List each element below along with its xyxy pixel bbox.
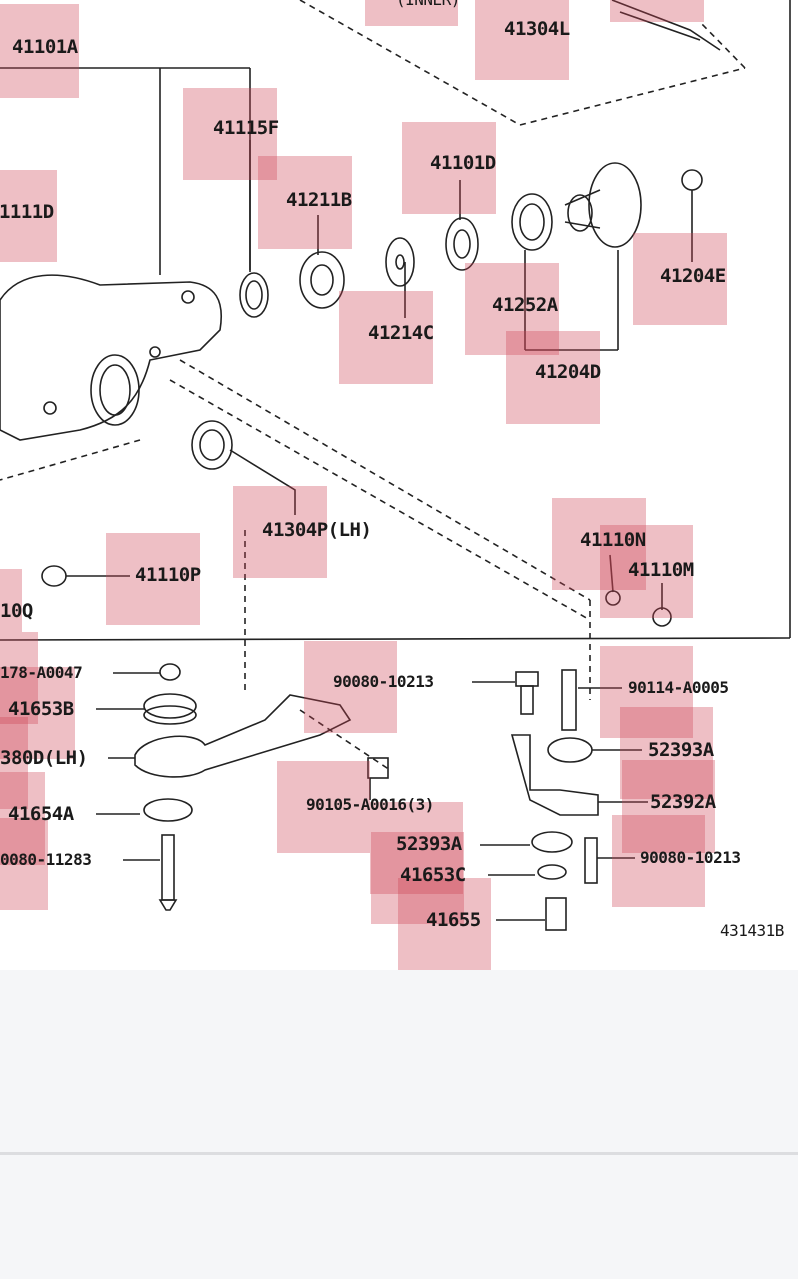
hotspot-52392A[interactable] [622, 760, 715, 853]
diagram-drawing [0, 0, 791, 931]
hotspot-41653C[interactable] [371, 832, 464, 924]
hotspot-41204D[interactable] [506, 331, 600, 424]
hotspot-90080-10213-top[interactable] [304, 641, 397, 733]
label-52393A-top: 52393A [648, 739, 714, 761]
hotspot-52393A-bot[interactable] [370, 802, 463, 894]
hotspot-41110P[interactable] [106, 533, 200, 625]
empty-panel [0, 970, 798, 1152]
label-41110M: 41110M [628, 559, 694, 581]
label-41653C: 41653C [400, 864, 466, 886]
hotspot-41380D[interactable] [0, 717, 28, 809]
section-divider [0, 1152, 798, 1155]
label-52392A: 52392A [650, 791, 716, 813]
hotspot-41214C[interactable] [339, 291, 433, 384]
hotspot-A0047[interactable] [0, 632, 38, 724]
hotspot-90114[interactable] [600, 646, 693, 738]
label-41304L: 41304L [504, 18, 570, 40]
hotspot-41110N[interactable] [552, 498, 646, 590]
label-41653B: 41653B [8, 698, 74, 720]
label-41101D: 41101D [430, 152, 496, 174]
label-41110P: 41110P [135, 564, 201, 586]
label-41304P: 41304P(LH) [262, 519, 372, 541]
label-41101A: 41101A [12, 36, 78, 58]
hotspot-41653B[interactable] [0, 667, 75, 759]
hotspot-41304P[interactable] [233, 486, 327, 578]
hotspot-41115F[interactable] [183, 88, 277, 180]
label-inner: (INNER) [396, 0, 460, 8]
label-41111D: 41111D [0, 201, 54, 223]
diagram-code: 431431B [720, 921, 784, 940]
label-41655: 41655 [426, 909, 481, 931]
label-90080-10213-bot: 90080-10213 [640, 848, 741, 867]
hotspot-41252A[interactable] [465, 263, 559, 355]
hotspot-41211B[interactable] [258, 156, 352, 249]
label-90080-10213-top: 90080-10213 [333, 672, 434, 691]
hotspot-shaft[interactable] [610, 0, 704, 22]
bottom-panel [0, 1155, 798, 1279]
label-52393A-bot: 52393A [396, 833, 462, 855]
hotspot-90080-11283[interactable] [0, 818, 48, 910]
hotspot-41111D[interactable] [0, 170, 57, 262]
hotspot-90105[interactable] [277, 761, 370, 853]
hotspot-52393A-top[interactable] [620, 707, 713, 799]
label-41654A: 41654A [8, 803, 74, 825]
hotspot-41304L[interactable] [475, 0, 569, 80]
hotspot-41110Q[interactable] [0, 569, 22, 632]
label-41252A: 41252A [492, 294, 558, 316]
hotspot-90080-10213-bot[interactable] [612, 815, 705, 907]
hotspot-41110M[interactable] [600, 525, 693, 618]
label-41110N: 41110N [580, 529, 646, 551]
label-90114: 90114-A0005 [628, 678, 729, 697]
label-41110Q: 10Q [0, 600, 33, 622]
label-41214C: 41214C [368, 322, 434, 344]
label-90080-11283: 0080-11283 [0, 850, 92, 869]
hotspot-41101D[interactable] [402, 122, 496, 214]
hotspot-41204E[interactable] [633, 233, 727, 325]
hotspot-inner[interactable] [365, 0, 458, 26]
label-41204E: 41204E [660, 265, 726, 287]
parts-diagram: (INNER) 41101A 41304L 41115F 41101D 4111… [0, 0, 791, 970]
label-41380D: 380D(LH) [0, 747, 88, 769]
hotspot-41655[interactable] [398, 878, 491, 970]
label-41211B: 41211B [286, 189, 352, 211]
label-90105: 90105-A0016(3) [306, 795, 434, 814]
label-A0047: 178-A0047 [0, 663, 83, 682]
label-41204D: 41204D [535, 361, 601, 383]
hotspot-41654A[interactable] [0, 772, 45, 865]
label-41115F: 41115F [213, 117, 279, 139]
hotspot-41101A[interactable] [0, 4, 79, 98]
